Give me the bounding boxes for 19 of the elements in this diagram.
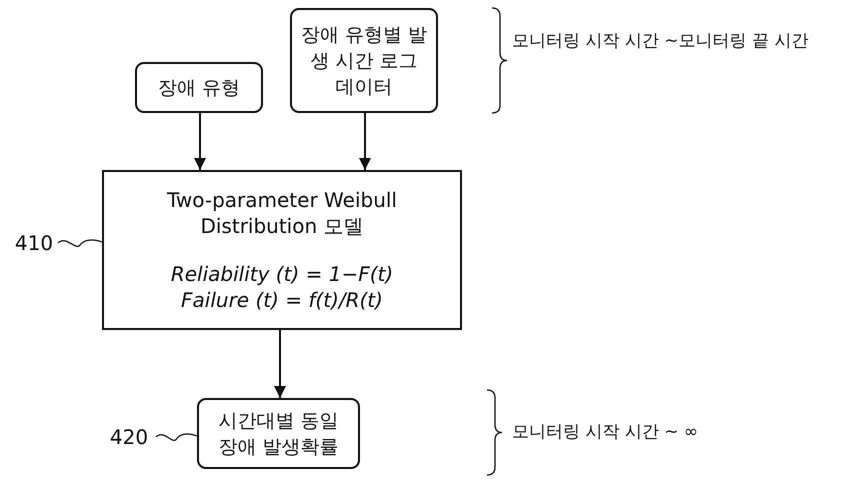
box-text: Two-parameter Weibull Distribution 모델: [166, 187, 398, 239]
process-box: [135, 62, 263, 113]
box-text: 시간대별 동일 장애 발생확률: [217, 408, 340, 460]
annotation-text: 모니터링 시작 시간 ~모니터링 끝 시간: [512, 30, 808, 53]
arrow: [194, 113, 206, 170]
box-text: 장애 유형별 발생 시간 로그 데이터: [300, 22, 428, 100]
reference-number: 410: [14, 230, 54, 256]
formula-text: Reliability (t) = 1−F(t): [170, 261, 394, 287]
leader-line: [156, 433, 198, 441]
box-text: 장애 유형: [156, 76, 242, 100]
reference-number: 420: [110, 424, 148, 450]
process-box: [197, 398, 360, 469]
arrow: [274, 330, 286, 398]
annotation-text: 모니터링 시작 시간 ~ ∞: [512, 421, 698, 444]
process-box: [290, 8, 438, 113]
formula-text: Failure (t) = f(t)/R(t): [181, 287, 383, 313]
process-box: [102, 170, 462, 330]
leader-line: [58, 239, 102, 247]
arrow: [359, 113, 371, 170]
